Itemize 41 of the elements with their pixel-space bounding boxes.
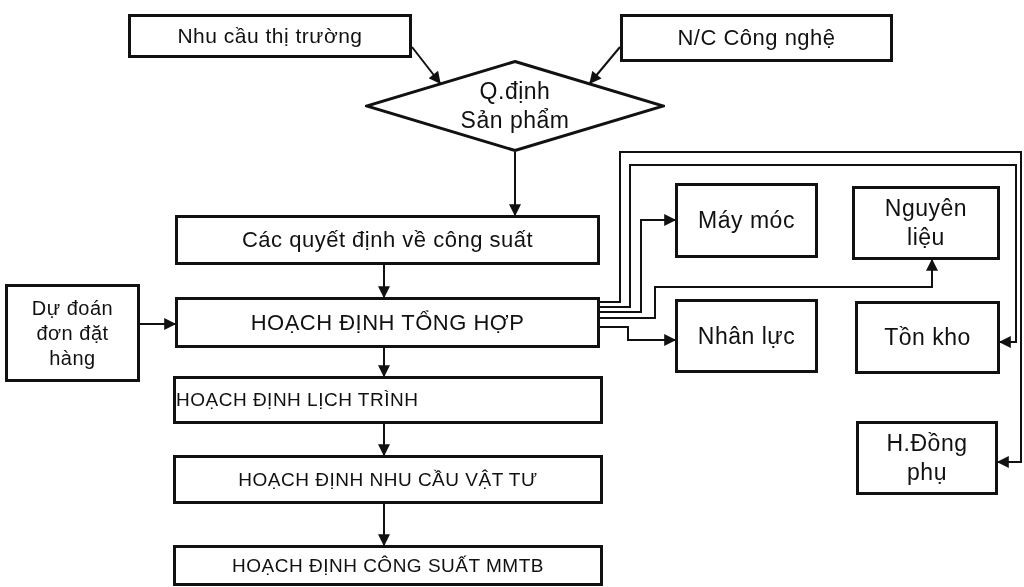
process-box bbox=[620, 14, 893, 62]
arrow bbox=[599, 151, 1022, 468]
node-label: HOẠCH ĐỊNH CÔNG SUẤT MMTB bbox=[232, 553, 544, 578]
node-label: Tồn kho bbox=[884, 323, 971, 352]
node-label: Q.định Sản phẩm bbox=[459, 77, 571, 135]
arrow bbox=[589, 46, 621, 84]
process-box bbox=[675, 183, 818, 258]
decision-diamond bbox=[365, 60, 665, 152]
process-box bbox=[856, 421, 998, 495]
arrow bbox=[139, 318, 177, 330]
process-box bbox=[173, 376, 603, 424]
process-box bbox=[173, 455, 603, 504]
node-label: Nhu cầu thị trường bbox=[177, 22, 363, 49]
node-label: Nguyên liệu bbox=[883, 194, 969, 252]
arrow bbox=[411, 46, 441, 84]
node-label: Dự đoán đơn đặt hàng bbox=[30, 295, 115, 371]
node-label: Các quyết định về công suất bbox=[241, 226, 534, 254]
arrow bbox=[599, 326, 677, 346]
node-label: Máy móc bbox=[698, 206, 795, 235]
node-label: HOẠCH ĐỊNH TỔNG HỢP bbox=[250, 308, 525, 337]
arrow bbox=[599, 258, 938, 319]
process-box bbox=[175, 215, 600, 265]
arrow bbox=[378, 423, 390, 457]
arrow bbox=[378, 503, 390, 547]
process-box bbox=[852, 186, 1000, 260]
arrow bbox=[509, 151, 521, 217]
process-box bbox=[5, 284, 140, 382]
process-box bbox=[675, 299, 818, 373]
node-label: H.Đồng phụ bbox=[885, 429, 969, 487]
arrow bbox=[378, 264, 390, 299]
arrow bbox=[378, 347, 390, 378]
node-label: Nhân lực bbox=[697, 321, 796, 351]
process-box bbox=[175, 297, 600, 348]
node-label: HOẠCH ĐỊNH NHU CẦU VẬT TƯ bbox=[238, 467, 538, 492]
node-label: N/C Công nghệ bbox=[677, 24, 836, 52]
process-box bbox=[173, 545, 603, 586]
process-box bbox=[128, 14, 412, 58]
node-label: HOẠCH ĐỊNH LỊCH TRÌNH bbox=[176, 388, 419, 412]
arrow bbox=[599, 164, 1017, 348]
process-box bbox=[855, 301, 1000, 374]
arrow bbox=[599, 214, 677, 313]
